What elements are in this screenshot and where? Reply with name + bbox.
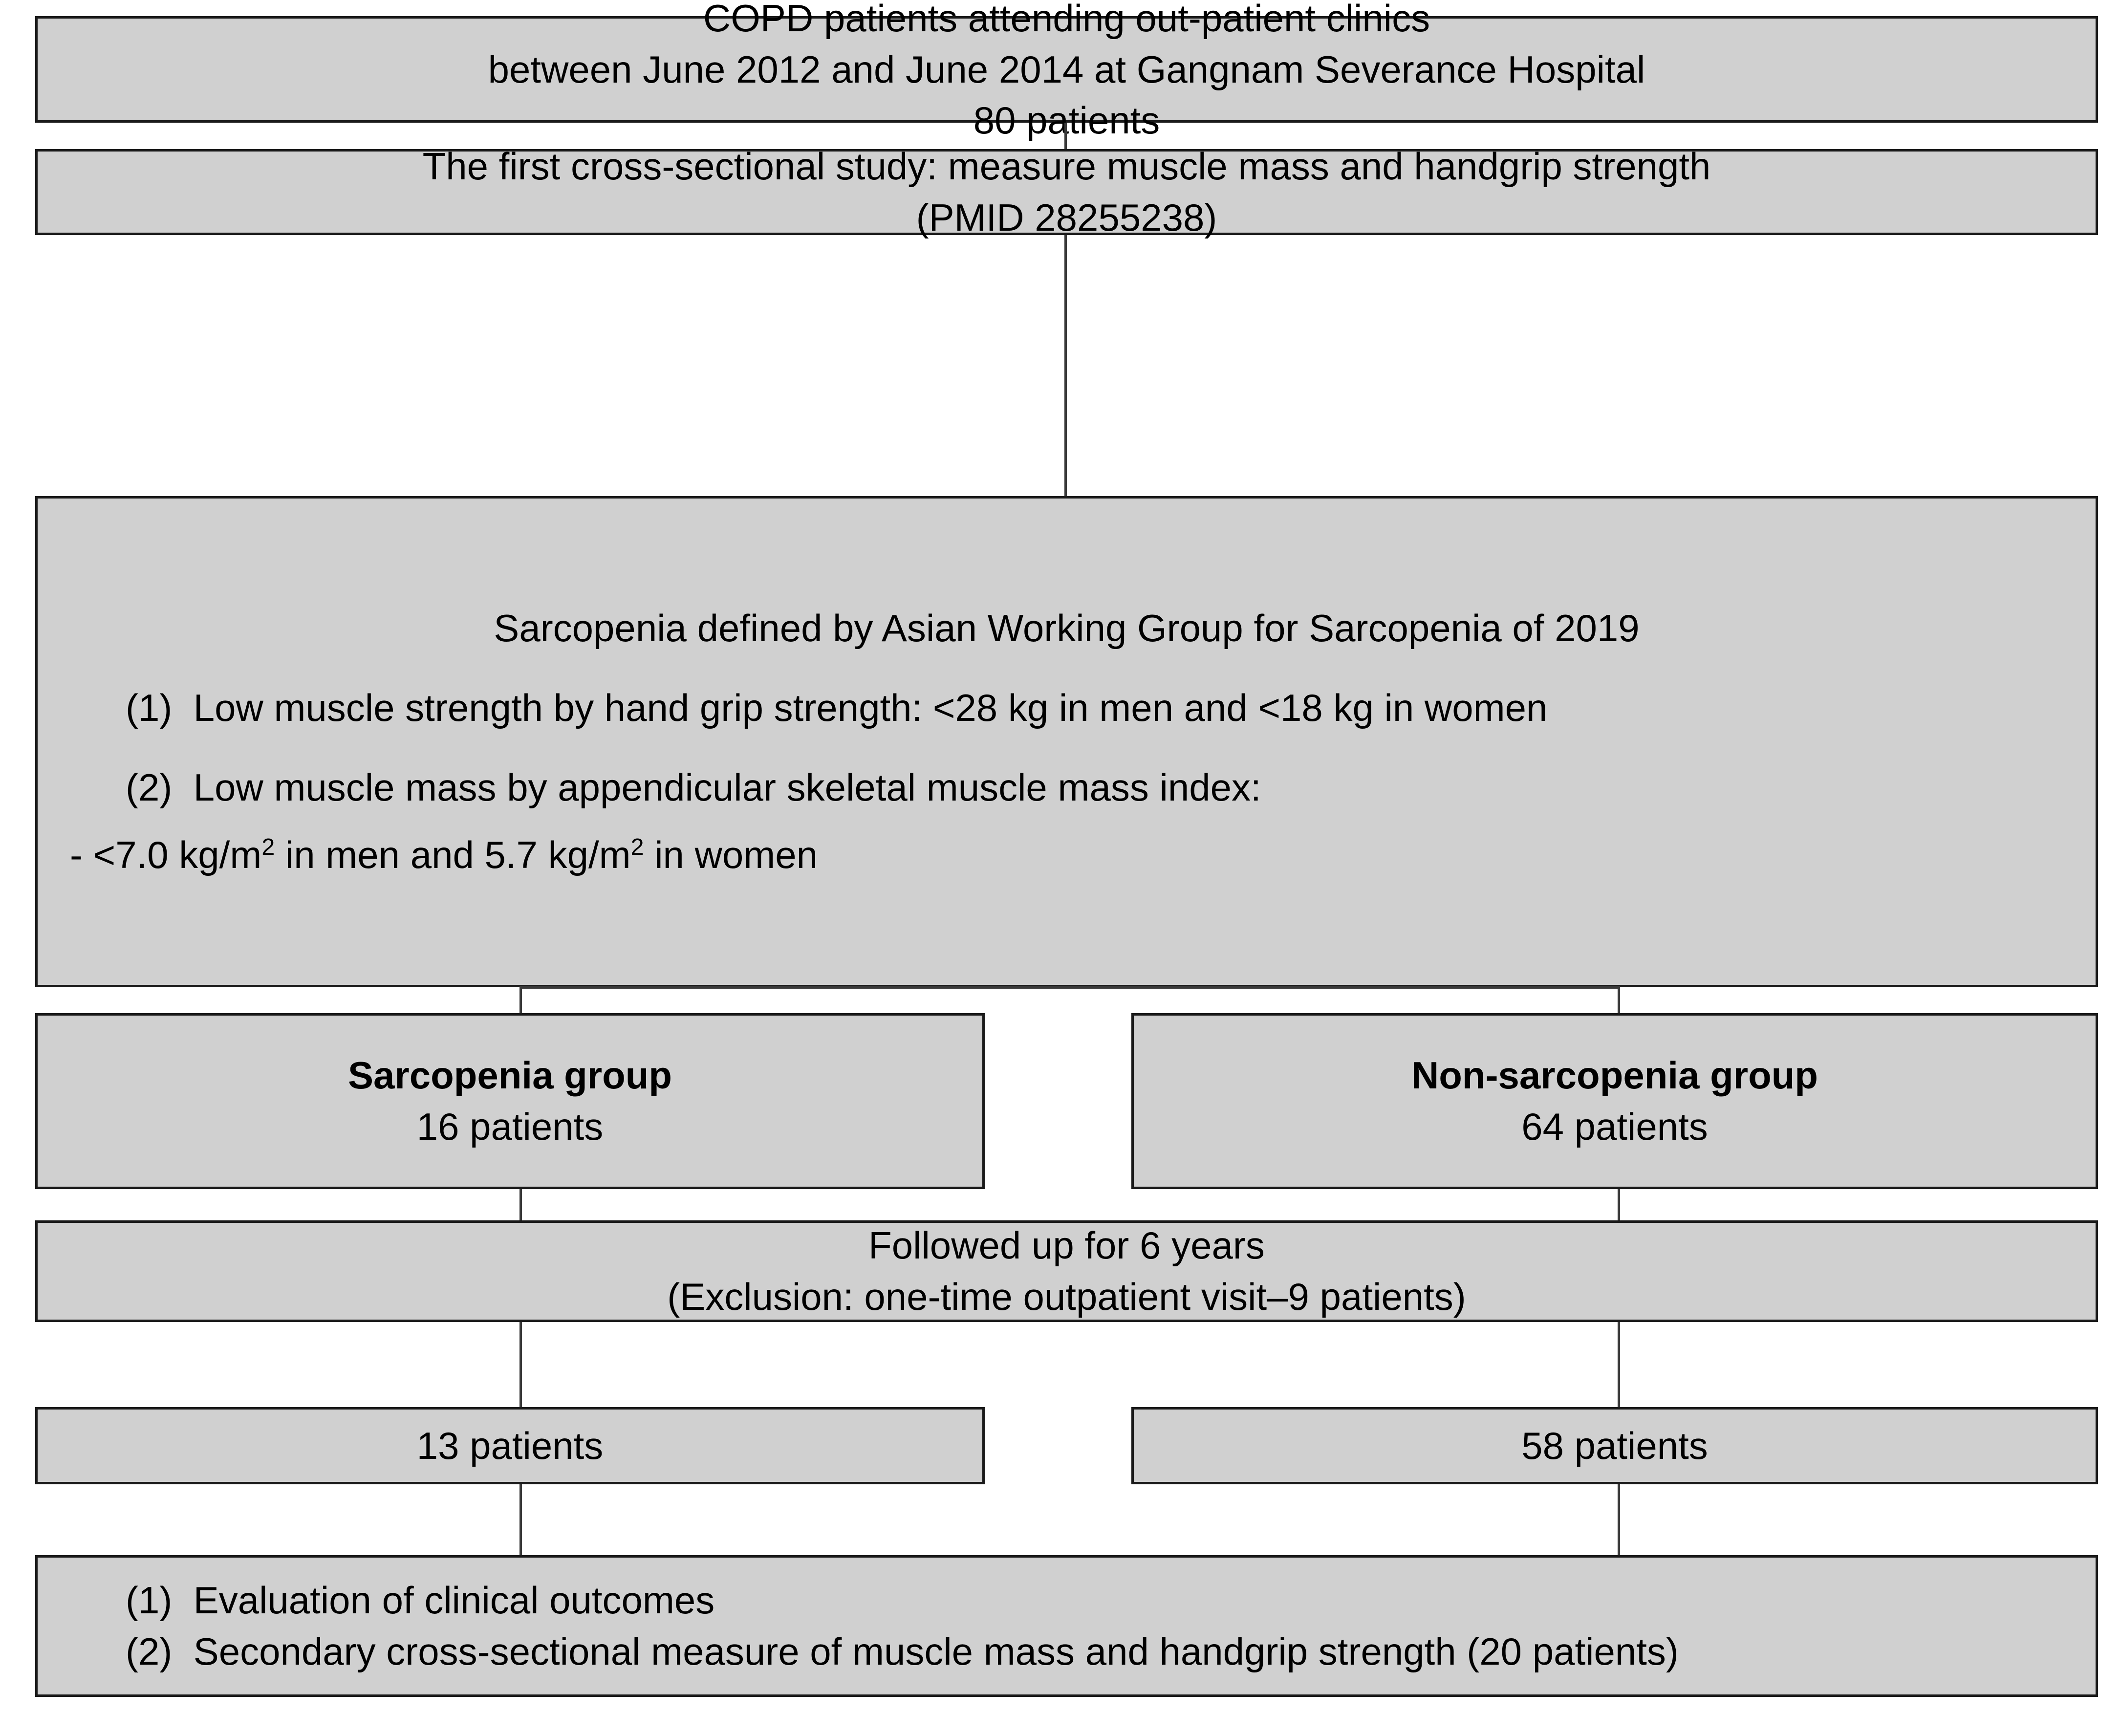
connector-sarcopenia-to-followup xyxy=(519,1189,522,1220)
node-outcomes: (1) Evaluation of clinical outcomes (2) … xyxy=(35,1555,2098,1697)
connector-non-sarcopenia-to-followup xyxy=(1618,1189,1620,1220)
criterion-2-sub-sup-2: 2 xyxy=(630,834,644,861)
connector-split-to-sarcopenia xyxy=(519,986,522,1013)
node-first-cross-sectional-study: The first cross-sectional study: measure… xyxy=(35,145,2098,239)
criterion-2-text: Low muscle mass by appendicular skeletal… xyxy=(193,765,1261,809)
source-line-2: between June 2012 and June 2014 at Gangn… xyxy=(488,47,1645,91)
criterion-2-sub-sup-1: 2 xyxy=(261,834,275,861)
node-followup: Followed up for 6 years (Exclusion: one-… xyxy=(35,1220,2098,1322)
node-sarcopenia-group: Sarcopenia group 16 patients xyxy=(35,1013,985,1189)
outcome-2-text: Secondary cross-sectional measure of mus… xyxy=(193,1630,1679,1673)
sarcopenia-group-title: Sarcopenia group xyxy=(347,1054,672,1097)
non-sarcopenia-group-count: 64 patients xyxy=(1521,1105,1708,1148)
node-sarcopenia-definition: Sarcopenia defined by Asian Working Grou… xyxy=(35,496,2098,987)
node-non-sarcopenia-group: Non-sarcopenia group 64 patients xyxy=(1131,1013,2098,1189)
left-count-label: 13 patients xyxy=(416,1424,604,1467)
right-count-label: 58 patients xyxy=(1521,1424,1708,1467)
node-right-remaining-count: 58 patients xyxy=(1131,1407,2098,1484)
connector-followup-to-left-count xyxy=(519,1322,522,1407)
criterion-2-sub-mid: in men and 5.7 kg/m xyxy=(275,833,631,877)
definition-criterion-2: (2) Low muscle mass by appendicular skel… xyxy=(38,762,1261,813)
criterion-1-marker: (1) xyxy=(126,686,173,729)
criterion-1-text: Low muscle strength by hand grip strengt… xyxy=(193,686,1548,729)
criterion-2-marker: (2) xyxy=(126,765,173,809)
outcome-item-1: (1) Evaluation of clinical outcomes xyxy=(38,1575,714,1626)
criterion-2-sub-prefix: - <7.0 kg/m xyxy=(70,833,262,877)
connector-right-count-to-outcomes xyxy=(1618,1484,1620,1555)
connector-split-to-non-sarcopenia xyxy=(1618,986,1620,1013)
sarcopenia-group-count: 16 patients xyxy=(416,1105,604,1148)
connector-followup-to-right-count xyxy=(1618,1322,1620,1407)
first-study-line-2: (PMID 28255238) xyxy=(916,196,1217,239)
connector-split-horizontal xyxy=(519,986,1620,989)
node-left-remaining-count: 13 patients xyxy=(35,1407,985,1484)
outcome-item-2: (2) Secondary cross-sectional measure of… xyxy=(38,1626,1679,1677)
non-sarcopenia-group-title: Non-sarcopenia group xyxy=(1411,1054,1818,1097)
outcome-1-marker: (1) xyxy=(126,1579,173,1622)
outcome-2-marker: (2) xyxy=(126,1630,173,1673)
first-study-line-1: The first cross-sectional study: measure… xyxy=(422,145,1711,188)
connector-first-study-to-definition xyxy=(1064,235,1067,496)
definition-criterion-1: (1) Low muscle strength by hand grip str… xyxy=(38,682,1547,734)
node-source-population: COPD patients attending out-patient clin… xyxy=(35,0,2098,142)
connector-source-to-first-study xyxy=(1064,123,1067,149)
outcome-1-text: Evaluation of clinical outcomes xyxy=(193,1579,715,1622)
followup-line-1: Followed up for 6 years xyxy=(868,1224,1265,1267)
criterion-2-sub-suffix: in women xyxy=(644,833,818,877)
definition-criterion-2-sub: - <7.0 kg/m2 in men and 5.7 kg/m2 in wom… xyxy=(38,829,818,881)
followup-line-2: (Exclusion: one-time outpatient visit–9 … xyxy=(667,1275,1466,1318)
definition-heading: Sarcopenia defined by Asian Working Grou… xyxy=(494,607,1640,650)
source-line-1: COPD patients attending out-patient clin… xyxy=(703,0,1430,40)
connector-left-count-to-outcomes xyxy=(519,1484,522,1555)
